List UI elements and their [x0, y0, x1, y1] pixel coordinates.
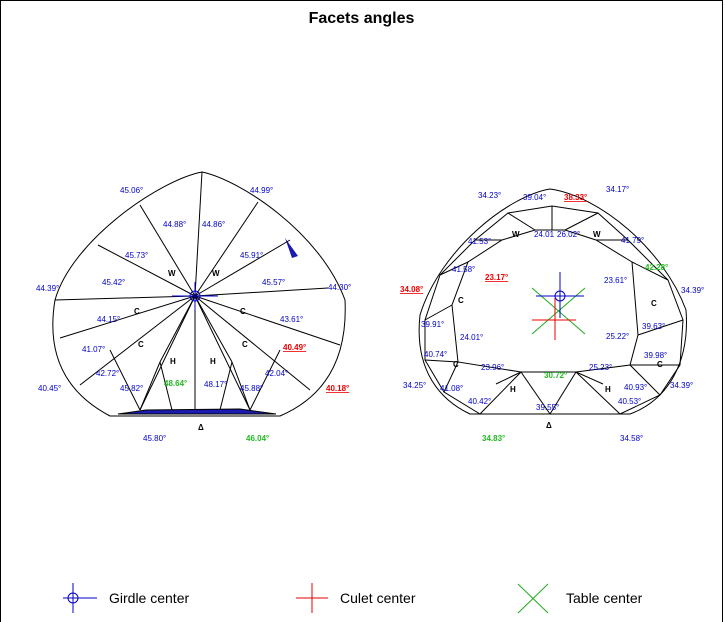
angle-label: 34.58°: [620, 434, 643, 443]
angle-label: 41.08°: [440, 384, 463, 393]
angle-label: 48.17°: [204, 380, 227, 389]
angle-label: 42.72°: [96, 369, 119, 378]
angle-label: 24.01°: [460, 333, 483, 342]
angle-label: 44.39°: [36, 284, 59, 293]
diagram-title: Facets angles: [308, 10, 415, 27]
girdle-center-icon: [63, 583, 97, 613]
angle-label: 45.57°: [262, 278, 285, 287]
facet-letter: C: [138, 340, 144, 349]
angle-label: 45.73°: [125, 251, 148, 260]
angle-label: 25.22°: [606, 332, 629, 341]
facet-letter: C: [453, 360, 459, 369]
legend-culet-label: Culet center: [340, 590, 416, 606]
facet-letter: H: [605, 385, 611, 394]
facet-letter: W: [212, 269, 220, 278]
angle-label: 41.79°: [621, 236, 644, 245]
facet-letter: W: [512, 230, 520, 239]
facet-letter: W: [593, 230, 601, 239]
right-labels: 34.23° 39.04° 34.17° 41.53° 24.01 26.02°…: [400, 185, 704, 443]
legend: Girdle center Culet center Table center: [63, 583, 643, 614]
angle-label: 45.88°: [240, 384, 263, 393]
legend-girdle-label: Girdle center: [109, 590, 189, 606]
angle-label: 44.99°: [250, 186, 273, 195]
angle-label-red: 34.08°: [400, 285, 423, 294]
angle-label: 41.58°: [452, 265, 475, 274]
angle-label: 41.07°: [82, 345, 105, 354]
angle-label-green: 46.04°: [246, 434, 269, 443]
culet-center-icon: [296, 583, 328, 613]
angle-label: 43.61°: [280, 315, 303, 324]
facet-letter: H: [170, 357, 176, 366]
angle-label: 24.01: [534, 230, 555, 239]
angle-label-green: 48.64°: [164, 379, 187, 388]
angle-label: 45.91°: [240, 251, 263, 260]
facet-letter: C: [651, 299, 657, 308]
angle-label: 44.86°: [202, 220, 225, 229]
angle-label: 45.06°: [120, 186, 143, 195]
angle-label: 34.17°: [606, 185, 629, 194]
angle-label: 34.23°: [478, 191, 501, 200]
angle-label-red: 40.49°: [283, 343, 306, 352]
facet-letter: H: [210, 357, 216, 366]
facet-letter: Δ: [546, 421, 552, 430]
angle-label: 41.53°: [468, 237, 491, 246]
angle-label-green: 30.72°: [544, 371, 567, 380]
left-labels: 45.06° 44.99° 44.88° 44.86° 45.73° 45.91…: [36, 186, 351, 443]
angle-label: 44.30°: [328, 283, 351, 292]
facet-letter: H: [510, 385, 516, 394]
angle-label-green: 34.83°: [482, 434, 505, 443]
left-pear-diagram: [52, 171, 346, 417]
table-center-icon: [517, 583, 549, 614]
angle-label: 40.45°: [38, 384, 61, 393]
facet-letter: W: [168, 269, 176, 278]
angle-label: 26.02°: [557, 230, 580, 239]
legend-table-label: Table center: [566, 590, 643, 606]
angle-label-red: 23.17°: [485, 273, 508, 282]
facet-letter: C: [134, 307, 140, 316]
angle-label-red: 38.33°: [564, 193, 587, 202]
angle-label: 34.39°: [670, 381, 693, 390]
angle-label: 39.91°: [421, 320, 444, 329]
facet-letter: Δ: [198, 423, 204, 432]
angle-label: 34.39°: [681, 286, 704, 295]
angle-label-red: 40.18°: [326, 384, 349, 393]
angle-label: 44.15°: [97, 315, 120, 324]
angle-label: 45.80°: [143, 434, 166, 443]
angle-label: 45.42°: [102, 278, 125, 287]
angle-label: 39.55°: [536, 403, 559, 412]
facet-letter: C: [240, 307, 246, 316]
angle-label: 45.82°: [120, 384, 143, 393]
angle-label: 40.74°: [424, 350, 447, 359]
angle-label-green: 42.28°: [645, 263, 668, 272]
angle-label: 25.23°: [589, 363, 612, 372]
angle-label: 40.42°: [468, 397, 491, 406]
angle-label: 23.61°: [604, 276, 627, 285]
facet-letter: C: [458, 296, 464, 305]
facet-letter: C: [657, 360, 663, 369]
angle-label: 34.25°: [403, 381, 426, 390]
angle-label: 40.53°: [618, 397, 641, 406]
angle-label: 42.04°: [265, 369, 288, 378]
right-pear-diagram: [418, 188, 687, 415]
angle-label: 39.98°: [644, 351, 667, 360]
facet-letter: C: [242, 340, 248, 349]
angle-label: 39.63°: [642, 322, 665, 331]
angle-label: 40.93°: [624, 383, 647, 392]
angle-label: 23.96°: [481, 363, 504, 372]
angle-label: 44.88°: [163, 220, 186, 229]
angle-label: 39.04°: [523, 193, 546, 202]
